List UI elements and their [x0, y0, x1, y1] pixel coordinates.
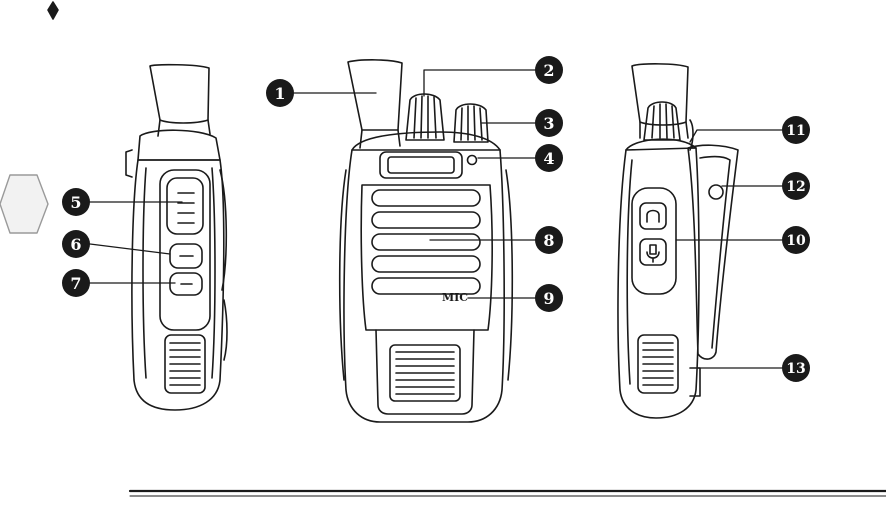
svg-text:4: 4 [543, 149, 554, 168]
svg-text:5: 5 [70, 193, 81, 212]
callout-6: 6 [62, 230, 90, 258]
antenna [348, 60, 402, 130]
speaker-grille [372, 190, 480, 294]
mic-label: MIC [442, 291, 468, 304]
hexagon-tab-icon [0, 175, 48, 233]
svg-text:11: 11 [786, 123, 805, 139]
ptt-button [167, 178, 203, 234]
svg-text:2: 2 [543, 61, 554, 80]
headphone-icon [640, 203, 666, 229]
callout-4: 4 [535, 144, 563, 172]
svg-text:7: 7 [70, 274, 81, 293]
svg-text:9: 9 [543, 289, 554, 308]
svg-text:6: 6 [70, 235, 81, 254]
callout-1: 1 [266, 79, 294, 107]
svg-text:12: 12 [786, 179, 805, 195]
callout-7: 7 [62, 269, 90, 297]
callout-8: 8 [535, 226, 563, 254]
callout-11: 11 [782, 116, 810, 144]
callout-5: 5 [62, 188, 90, 216]
radio-right-side-view [618, 64, 738, 418]
led-indicator [468, 156, 477, 165]
diamond-bullet-icon [48, 2, 58, 19]
svg-text:13: 13 [786, 361, 805, 377]
svg-text:10: 10 [786, 233, 806, 249]
callout-3: 3 [535, 109, 563, 137]
callout-13: 13 [782, 354, 810, 382]
callout-9: 9 [535, 284, 563, 312]
accessory-jack-cover [632, 188, 676, 294]
svg-text:3: 3 [543, 114, 554, 133]
radio-left-side-view [126, 65, 227, 410]
svg-text:1: 1 [274, 84, 285, 103]
callout-12: 12 [782, 172, 810, 200]
callout-10: 10 [782, 226, 810, 254]
callout-2: 2 [535, 56, 563, 84]
clip-screw [709, 185, 723, 199]
svg-text:8: 8 [543, 231, 554, 250]
leader-lines [90, 70, 782, 368]
radio-front-view [340, 60, 513, 422]
